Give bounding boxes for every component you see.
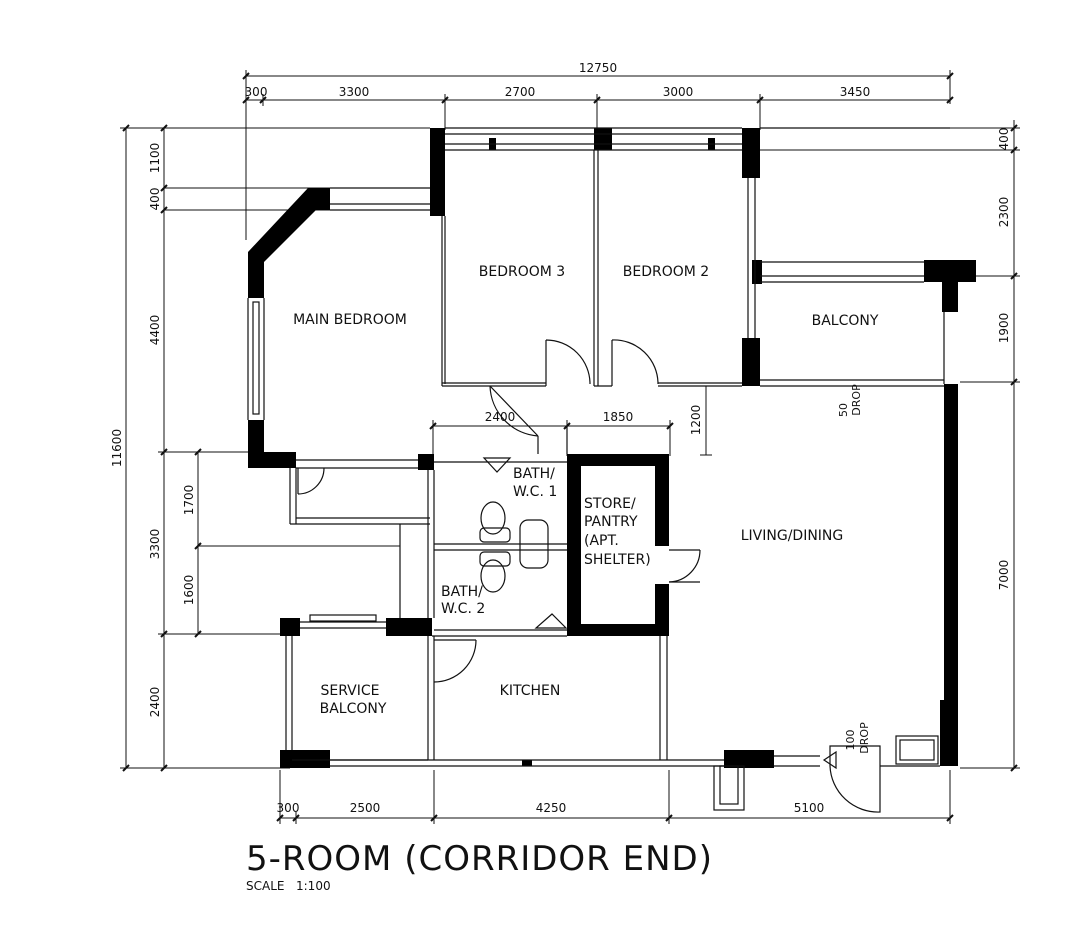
dim-left-outer-2: 3300	[148, 529, 162, 560]
bath-wc-2-label: BATH/	[441, 584, 483, 600]
sanitary-fixtures	[479, 501, 549, 593]
dim-left-inner-2: 400	[148, 188, 162, 211]
title-block: 5-ROOM (CORRIDOR END) SCALE 1:100	[246, 839, 713, 893]
dim-right-1: 400	[997, 128, 1011, 151]
dim-top-3: 2700	[505, 85, 536, 99]
dimension-labels: 12750 300 3300 2700 3000 3450 300 2500 4…	[110, 61, 1011, 815]
service-balcony-label-2: BALCONY	[320, 701, 387, 717]
dim-left-inner-3: 1700	[182, 485, 196, 516]
store-pantry-label-1: STORE/	[584, 496, 636, 512]
dimension-lines	[120, 70, 1020, 824]
dim-bottom-1: 300	[277, 801, 300, 815]
dim-right-3: 1900	[997, 313, 1011, 344]
wc-2-toilet	[480, 559, 506, 593]
room-labels: MAIN BEDROOM BEDROOM 3 BEDROOM 2 BALCONY…	[293, 264, 879, 717]
dim-interior-1: 2400	[485, 410, 516, 424]
dim-top-total: 12750	[579, 61, 617, 75]
wc-1-toilet	[480, 501, 506, 535]
drop-notes: 50 DROP 100 DROP	[837, 384, 871, 754]
store-pantry-label-2: PANTRY	[584, 514, 638, 530]
dim-left-outer-1: 4400	[148, 315, 162, 346]
door-swings	[297, 339, 881, 813]
balcony-label: BALCONY	[812, 313, 879, 329]
dim-top-4: 3000	[663, 85, 694, 99]
dim-left-inner-1: 1100	[148, 143, 162, 174]
dim-bottom-2: 2500	[350, 801, 381, 815]
dim-interior-3: 1200	[689, 405, 703, 436]
bedroom-3-wall-pier	[430, 128, 445, 216]
drop-50-value: 50	[837, 403, 850, 417]
bedroom-2-wall-pier	[594, 128, 612, 150]
walls	[248, 128, 976, 768]
living-dining-wall	[944, 384, 958, 704]
bath-wc-2-label-2: W.C. 2	[441, 601, 485, 617]
dim-bottom-3: 4250	[536, 801, 567, 815]
dim-left-total: 11600	[110, 429, 124, 467]
bath-wc-1-label: BATH/	[513, 466, 555, 482]
dim-interior-2: 1850	[603, 410, 634, 424]
dim-right-2: 2300	[997, 197, 1011, 228]
plan-title: 5-ROOM (CORRIDOR END)	[246, 839, 713, 879]
dim-top-2: 3300	[339, 85, 370, 99]
kitchen-label: KITCHEN	[500, 683, 561, 699]
scale-value: 1:100	[296, 879, 331, 893]
main-bedroom-wall	[248, 188, 330, 298]
drop-100-value: 100	[844, 730, 857, 751]
dim-left-outer-3: 2400	[148, 687, 162, 718]
bedroom-2-label: BEDROOM 2	[623, 264, 709, 280]
scale-label: SCALE	[246, 879, 284, 893]
service-balcony-wall	[280, 618, 300, 636]
dim-left-inner-4: 1600	[182, 575, 196, 606]
balcony-wall-corner	[924, 260, 976, 282]
bedroom-3-label: BEDROOM 3	[479, 264, 565, 280]
dim-top-5: 3450	[840, 85, 871, 99]
drop-100-label: DROP	[858, 722, 871, 754]
thin-walls-and-windows	[247, 127, 950, 811]
store-pantry-wall	[567, 454, 669, 466]
dim-top-1: 300	[245, 85, 268, 99]
dim-bottom-4: 5100	[794, 801, 825, 815]
service-balcony-label-1: SERVICE	[320, 683, 379, 699]
living-dining-label: LIVING/DINING	[741, 528, 844, 544]
main-bedroom-label: MAIN BEDROOM	[293, 312, 407, 328]
store-pantry-label-3: (APT.	[584, 533, 619, 549]
store-pantry-label-4: SHELTER)	[584, 552, 651, 568]
drop-50-label: DROP	[850, 384, 863, 416]
bath-wc-1-label-2: W.C. 1	[513, 484, 557, 500]
dim-right-4: 7000	[997, 560, 1011, 591]
dimension-ticks	[122, 72, 1018, 822]
